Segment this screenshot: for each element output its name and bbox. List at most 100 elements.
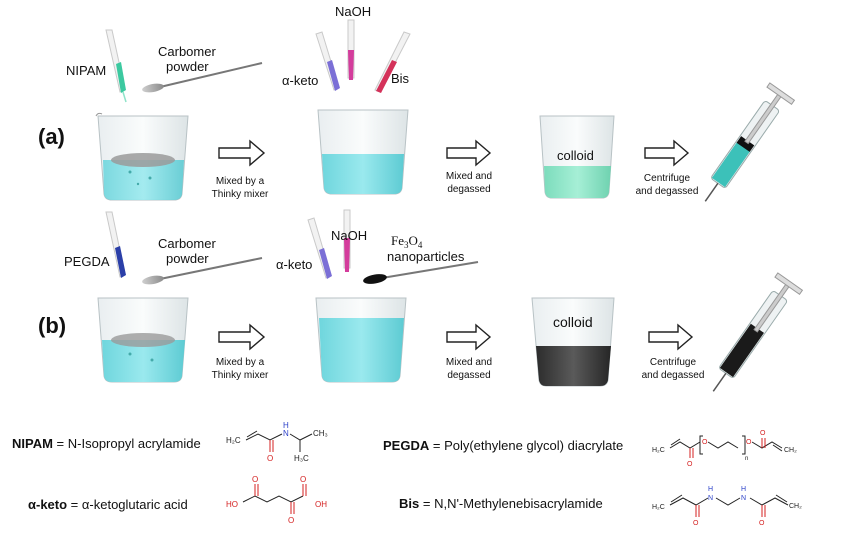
pegda-structure: H₂C O O O O n CH₂ [652,430,797,468]
carbomer-spoon-b-icon [142,257,263,285]
panel-label-a: (a) [38,124,65,149]
panel-label-b: (b) [38,313,67,338]
legend-pegda-eq: = [429,438,445,453]
bis-n2: N [741,495,746,502]
legend-aketo: α-keto = α-ketoglutaric acid [28,497,188,512]
label-aketo-a: α-keto [282,73,319,88]
fe3o4-sub4: 4 [417,240,423,250]
step-a2: Mixed and degassed [432,170,506,196]
nipam-h2c: H₂C [226,436,241,445]
legend-aketo-full: α-ketoglutaric acid [81,497,188,512]
arrow-b1-icon [218,323,266,351]
aketo-o2: O [288,516,294,525]
legend-pegda-abbr: PEGDA [383,438,430,453]
pegda-o4: O [760,430,766,437]
beaker-a2 [317,109,409,195]
pegda-o2: O [746,439,752,446]
label-bis: Bis [391,71,410,86]
legend-nipam-eq: = [52,436,68,451]
step-b3-line1: Centrifuge [649,357,697,368]
nipam-o: O [267,454,273,463]
naoh-pipette-icon [347,19,355,80]
label-naoh-a: NaOH [335,4,372,19]
colloid-label-a: colloid [557,148,594,163]
pegda-pipette-icon [105,211,126,278]
label-nanoparticles: nanoparticles [387,249,465,264]
step-a2-line2: degassed [447,184,491,195]
label-naoh-b: NaOH [331,228,368,243]
arrow-a2-icon [446,139,492,167]
aketo-pipette-icon [315,31,340,91]
bis-pipette-icon [374,31,411,93]
label-carbomer-b-1: Carbomer [158,236,216,251]
legend-pegda: PEGDA = Poly(ethylene glycol) diacrylate [383,438,623,453]
step-a1-line1: Mixed by a [215,176,265,187]
legend-nipam-full: N-Isopropyl acrylamide [67,436,201,451]
bis-structure: H₂C N H N H O O CH₂ [652,486,802,527]
arrow-a1-icon [218,139,266,167]
nipam-h: H [283,421,289,430]
legend-nipam: NIPAM = N-Isopropyl acrylamide [12,436,201,451]
beaker-b2 [315,297,407,383]
bis-h1: H [708,486,713,493]
legend-bis-full: N,N'-Methylenebisacrylamide [434,496,603,511]
aketo-structure: HO O O O OH [226,475,327,525]
nipam-ch3a: CH₃ [313,429,328,438]
step-a3-line1: Centrifuge [643,173,691,184]
bis-ch2: CH₂ [789,503,802,510]
legend-nipam-abbr: NIPAM [12,436,53,451]
label-aketo-b: α-keto [276,257,313,272]
step-b2: Mixed and degassed [432,356,506,382]
legend-aketo-abbr: α-keto [28,497,68,512]
label-carbomer-a-1: Carbomer [158,44,216,59]
arrow-b2-icon [446,323,492,351]
pegda-o1: O [702,439,708,446]
label-carbomer-a-2: powder [166,59,209,74]
label-carbomer-b-2: powder [166,251,209,266]
step-a3: Centrifuge and degassed [627,172,707,198]
label-fe3o4: Fe3O4 [391,233,422,253]
step-b2-line1: Mixed and [445,357,493,368]
arrow-b3-icon [648,323,694,351]
pegda-n: n [745,456,748,462]
syringe-a-icon [704,82,796,202]
step-b2-line2: degassed [447,370,491,381]
beaker-a1 [95,112,189,201]
legend-bis-abbr: Bis [399,496,420,511]
step-a2-line1: Mixed and [445,171,493,182]
pegda-ch2: CH₂ [784,447,797,454]
fe3o4-o: O [408,233,418,248]
step-b1-line2: Thinky mixer [211,370,269,381]
step-b3-line2: and degassed [641,370,705,381]
aketo-pipette-b-icon [307,217,332,279]
bis-o2: O [759,520,765,527]
nipam-h3c: H₃C [294,454,309,463]
naoh-pipette-b-icon [343,209,351,272]
aketo-o1: O [252,475,258,484]
bis-h2: H [741,486,746,493]
label-nipam: NIPAM [66,63,107,78]
bis-n1: N [708,495,713,502]
arrow-a3-icon [644,139,690,167]
step-b1: Mixed by a Thinky mixer [205,356,275,382]
legend-bis-eq: = [419,496,435,511]
step-b3: Centrifuge and degassed [633,356,713,382]
bis-o1: O [693,520,699,527]
legend-aketo-eq: = [67,497,82,512]
fe3o4-sub3: 3 [404,240,409,250]
syringe-b-icon [712,272,804,392]
step-b1-line1: Mixed by a [215,357,265,368]
carbomer-spoon-icon [142,62,263,93]
aketo-ho: HO [226,500,238,509]
colloid-label-b: colloid [553,314,593,330]
pegda-o3: O [687,461,693,468]
beaker-a3 [539,115,615,199]
beaker-b3 [531,297,615,387]
aketo-oh: OH [315,500,327,509]
fe3o4-spoon-icon [363,261,479,284]
bis-h2c: H₂C [652,504,665,511]
step-a1-line2: Thinky mixer [211,189,269,200]
fe3o4-fe: Fe [391,233,404,248]
